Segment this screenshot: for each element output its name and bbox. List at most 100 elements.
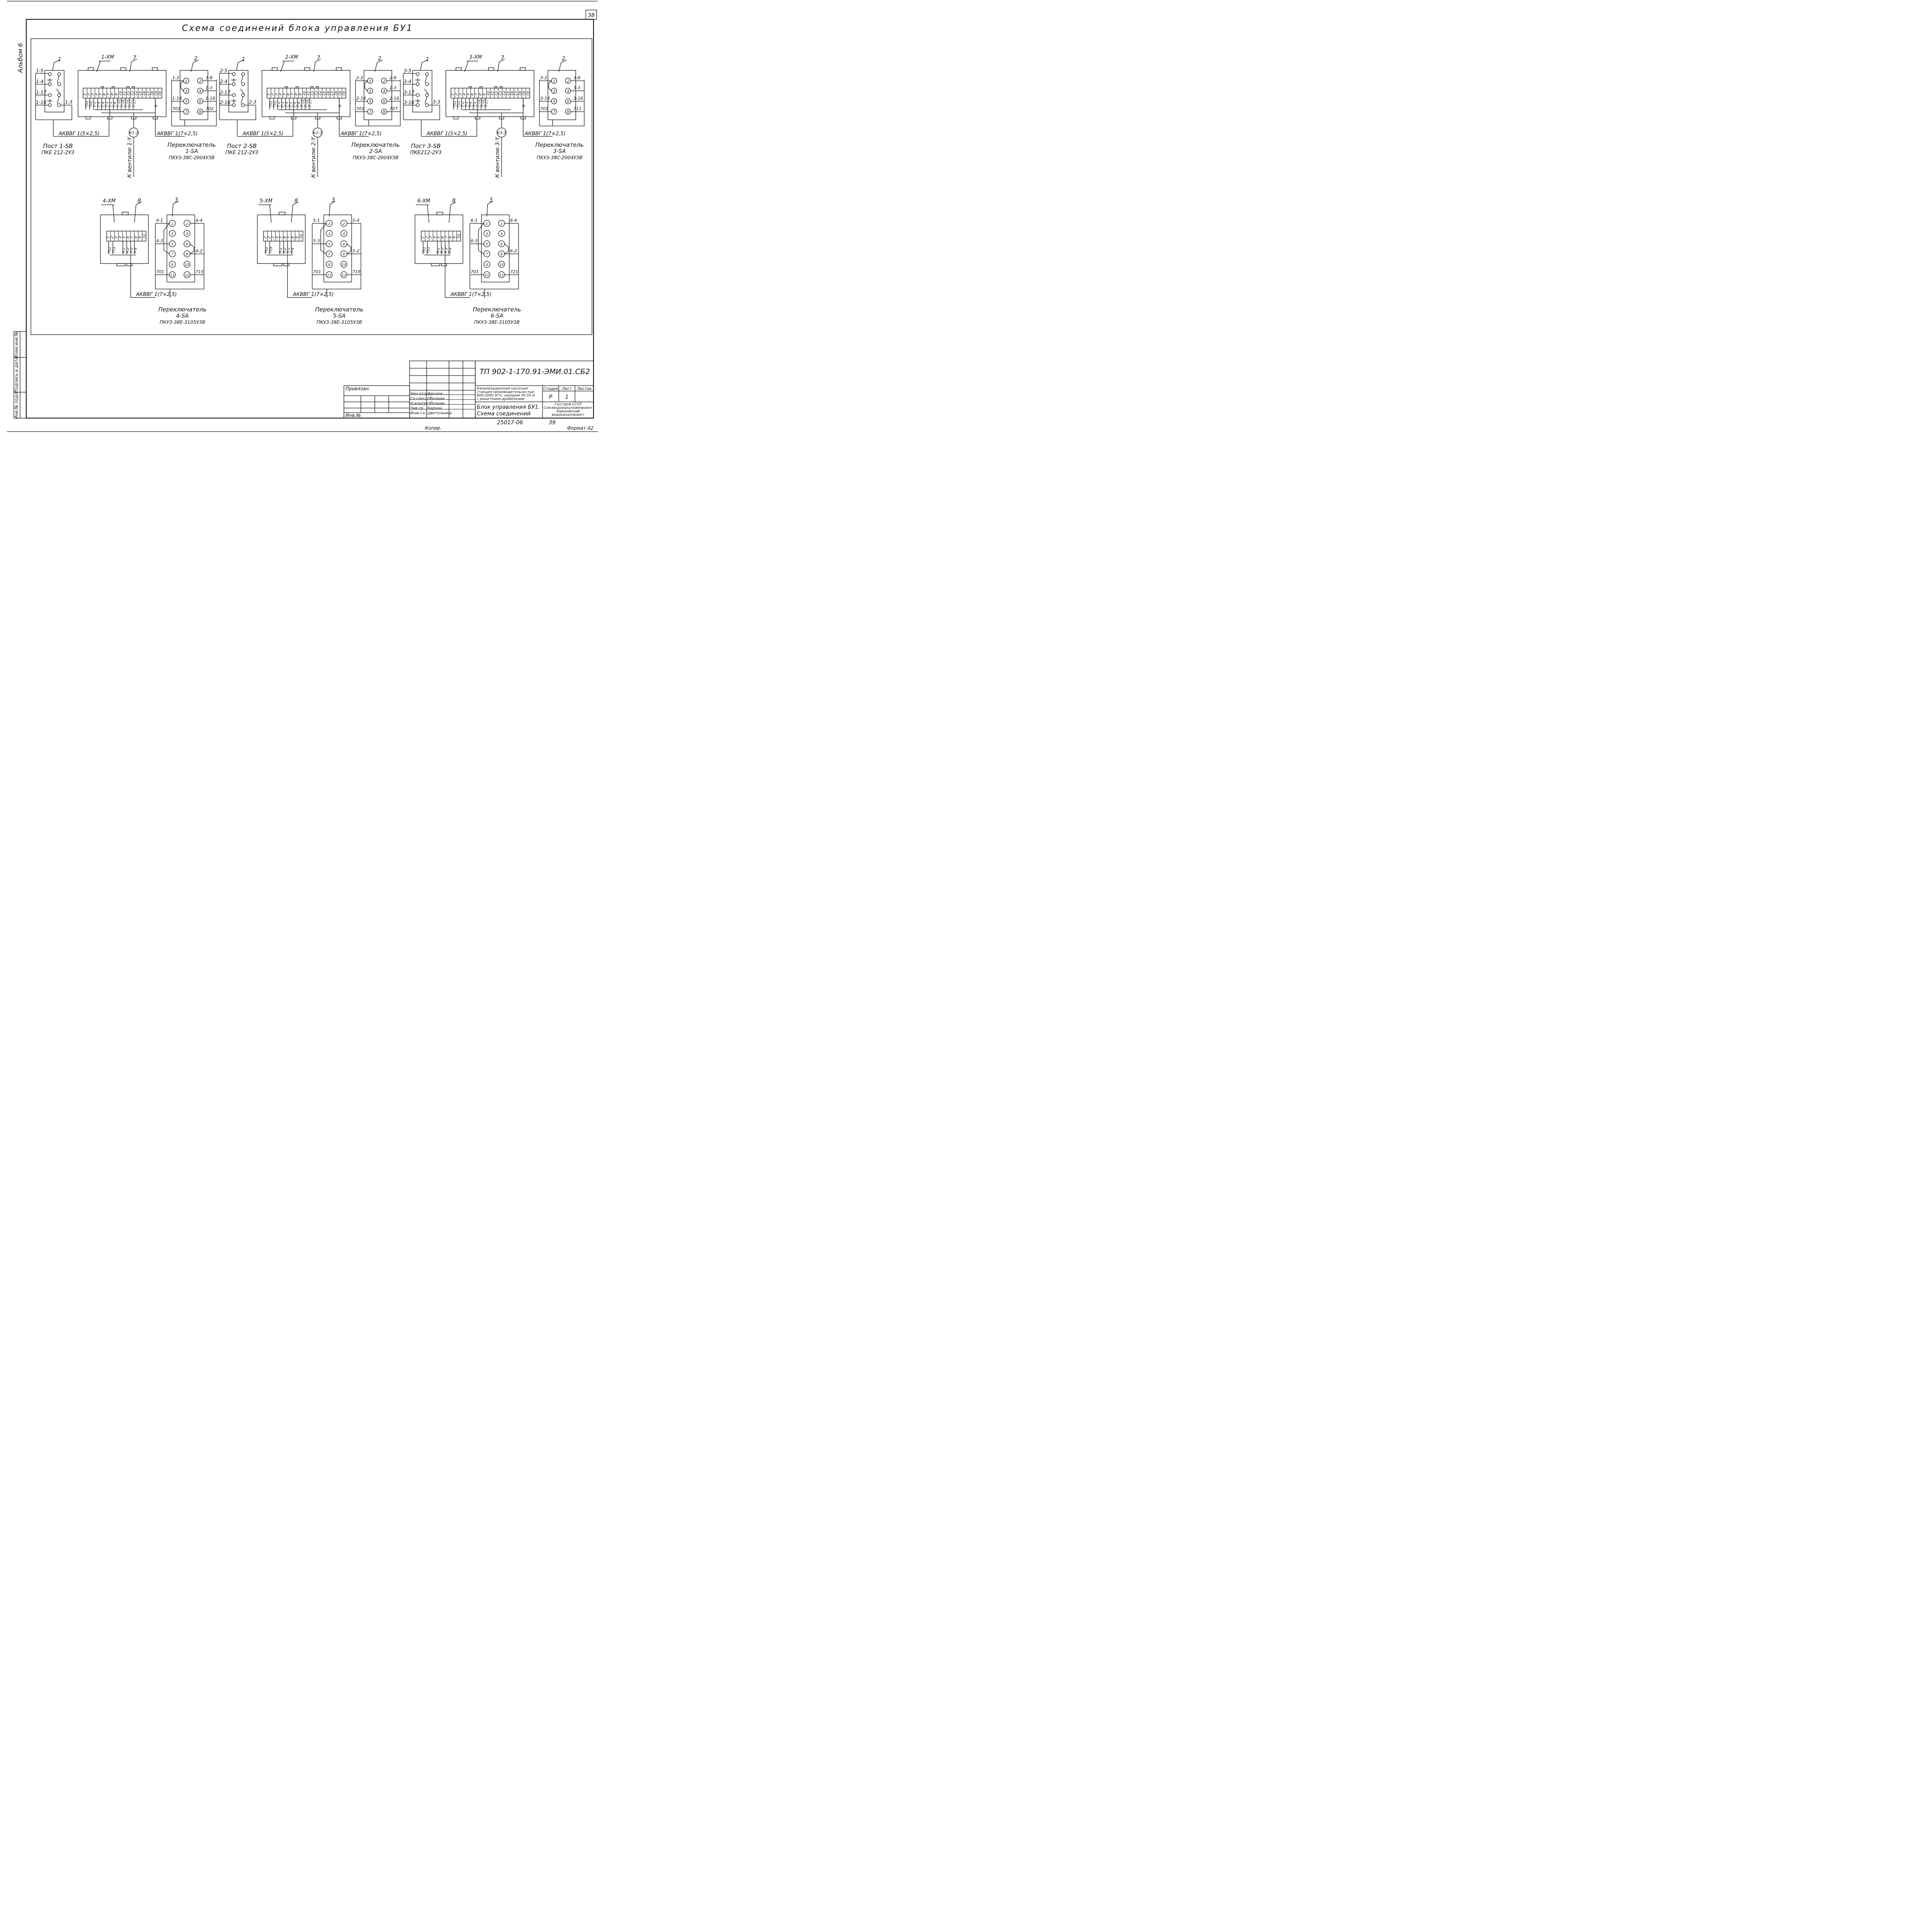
- switch-terminal-number: 5: [328, 243, 330, 247]
- leader: [313, 61, 316, 72]
- switch-left-label: 5-1: [313, 218, 320, 223]
- switch-left-label: 701: [540, 106, 548, 111]
- role-name: Обозная: [427, 401, 444, 406]
- terminal-number: 6: [440, 236, 445, 239]
- wire-label: 1-8: [112, 101, 117, 107]
- drawing-title-line-2: Схема соединений: [477, 411, 531, 417]
- terminal-number: 4: [463, 93, 467, 96]
- post-terminal: [48, 103, 52, 107]
- sheets-header: Листов: [577, 387, 591, 391]
- cable-label-switch: АКВВГ 1(7×2,5): [340, 131, 382, 137]
- post-terminal: [425, 72, 429, 76]
- terminal-number: 14: [134, 91, 139, 96]
- wire-label: 701: [107, 247, 112, 254]
- switch-terminal-number: 8: [500, 253, 503, 257]
- post-box: [44, 70, 65, 112]
- mount-tab: [441, 263, 447, 266]
- contact: [424, 88, 429, 95]
- switch-right-label: 2-8: [389, 75, 396, 80]
- terminal-block-label: 3-ХМ: [469, 54, 482, 60]
- terminal-number: 7: [130, 236, 134, 239]
- terminal-number: 2: [455, 93, 459, 96]
- side-stamp: Инв.№ подл. Подпись и дата Взам.инв.№: [14, 331, 27, 419]
- terminal-block-label: 6-ХМ: [417, 198, 430, 204]
- switch-terminal-number: 6: [186, 243, 188, 247]
- cable: [445, 255, 470, 298]
- leader: [280, 61, 285, 72]
- switch-box: [167, 214, 195, 282]
- valve-label: К2-2: [313, 131, 322, 135]
- terminal-number: 12: [494, 91, 499, 96]
- post-terminal: [57, 72, 61, 76]
- mount-tab: [120, 67, 126, 71]
- post-terminal: [57, 103, 61, 107]
- album-label: Альбом 6: [17, 43, 24, 73]
- switch-left-label: 6-1: [471, 218, 478, 223]
- role-name: Цветочкина: [427, 411, 452, 415]
- term-mark: [285, 86, 288, 88]
- switch-model: ПКУ3-38Е-3105У3В: [160, 320, 205, 325]
- switch-model: ПКУ3-38Е-3105У3В: [474, 320, 520, 325]
- terminal-number: 20: [158, 91, 163, 96]
- role-label: Инж.I к.: [410, 411, 427, 415]
- role-name: Фролов: [427, 392, 443, 396]
- leader: [269, 204, 272, 223]
- kopir-label: Копир.: [425, 425, 442, 431]
- wire-label: 2-2: [277, 101, 281, 107]
- terminal-number: 4: [95, 93, 99, 96]
- switch-title: Переключатель: [473, 306, 521, 313]
- cable-label-post: АКВВГ 1(5×2,5): [426, 131, 468, 137]
- wire-label: 701: [422, 247, 427, 254]
- mount-tab: [122, 212, 129, 215]
- wire-label: 1-17: [128, 99, 133, 107]
- terminal-number: 13: [498, 91, 503, 96]
- terminal-number: 14: [502, 91, 507, 96]
- wire-label: 3-2: [461, 101, 465, 107]
- switch-terminal: [326, 230, 333, 237]
- drawing-frame: [26, 19, 594, 419]
- terminal-number: 18: [518, 91, 523, 96]
- switch-number: 2: [378, 56, 381, 62]
- valve-label: К1-2: [129, 131, 138, 135]
- leader: [449, 204, 451, 223]
- term-mark: [500, 86, 503, 88]
- side-stamp-inv: Инв.№ подл.: [14, 391, 19, 419]
- mount-tab: [453, 116, 459, 119]
- switch-id: 4-SA: [176, 313, 189, 319]
- switch-terminal-number: 1: [553, 79, 555, 83]
- switch-title: Переключатель: [315, 306, 364, 313]
- switch-terminal-number: 10: [342, 263, 346, 267]
- project-line: 600-2000 м³/ч, напором 30-55 м: [477, 394, 535, 398]
- mount-tab: [279, 212, 286, 215]
- switch-jumper: [347, 243, 351, 254]
- mount-tab: [107, 116, 112, 119]
- switch-right-label: 3-16: [573, 96, 583, 101]
- switch-terminal-number: 8: [343, 253, 345, 257]
- wire-label: 6-3: [444, 247, 449, 253]
- post-terminal: [241, 82, 245, 86]
- switch-terminal-number: 4: [186, 232, 188, 236]
- terminal-block-label: 2-ХМ: [285, 54, 298, 60]
- terminal-number: 5: [437, 236, 441, 239]
- terminal-number: 1: [451, 93, 455, 96]
- post-terminal: [425, 103, 429, 107]
- sheet-header: Лист: [561, 387, 572, 391]
- org-line: Госстрой СССР: [554, 403, 582, 406]
- cable-label: АКВВГ 1(7×2,5): [136, 292, 177, 298]
- leader: [291, 204, 293, 223]
- term-mark: [480, 86, 483, 88]
- leader: [173, 201, 179, 204]
- switch-terminal: [169, 261, 176, 268]
- terminal-number: 4: [433, 236, 437, 239]
- terminal-number: 1: [421, 236, 425, 239]
- terminal-number: 15: [506, 91, 511, 96]
- term-mark: [296, 86, 299, 88]
- switch-left-label: 2-2: [356, 75, 363, 80]
- mount-tab: [520, 67, 526, 71]
- mount-tab: [273, 263, 282, 266]
- leader: [54, 60, 60, 63]
- mount-tab: [272, 67, 278, 71]
- post-terminal: [241, 103, 245, 107]
- terminal-block-number: 7: [317, 55, 320, 61]
